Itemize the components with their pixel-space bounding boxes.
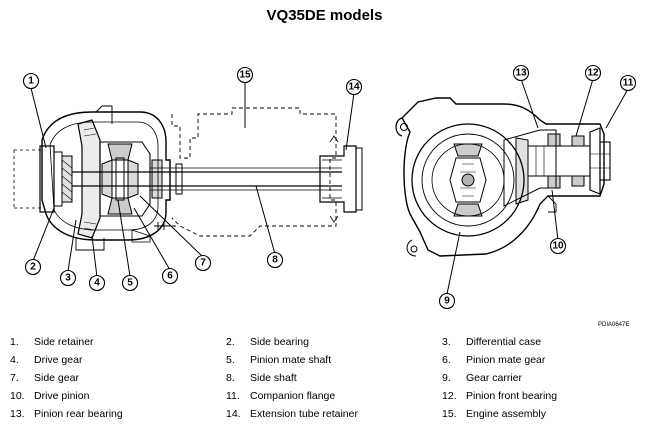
callout-4: 4 xyxy=(88,274,106,292)
gear-carrier xyxy=(401,97,605,257)
leader-11 xyxy=(605,88,629,129)
svg-text:4: 4 xyxy=(94,278,100,289)
engine-assembly-outline xyxy=(171,107,337,237)
callout-11: 11 xyxy=(619,74,637,92)
leader-12 xyxy=(575,78,594,137)
svg-text:15: 15 xyxy=(239,70,251,81)
callout-10: 10 xyxy=(549,237,567,255)
svg-text:2: 2 xyxy=(30,262,36,273)
svg-text:10: 10 xyxy=(552,241,564,252)
differential-cutaway-drawing: 1 2 3 4 5 6 7 8 9 10 11 12 13 14 15 xyxy=(13,64,637,310)
drive-gear xyxy=(77,119,101,239)
extension-tube-retainer xyxy=(319,145,357,213)
svg-text:6: 6 xyxy=(167,271,173,282)
figure-code: PDIA0647E xyxy=(598,322,630,328)
callout-7: 7 xyxy=(194,254,212,272)
companion-flange xyxy=(589,127,601,195)
svg-text:12: 12 xyxy=(587,68,599,79)
callout-15: 15 xyxy=(236,66,254,84)
leader-6 xyxy=(133,207,171,271)
leader-4 xyxy=(91,235,98,278)
callout-5: 5 xyxy=(121,274,139,292)
callout-6: 6 xyxy=(161,267,179,285)
svg-text:9: 9 xyxy=(444,296,450,307)
svg-text:8: 8 xyxy=(272,255,278,266)
callout-14: 14 xyxy=(345,78,363,96)
callout-13: 13 xyxy=(512,64,530,82)
callout-1: 1 xyxy=(22,72,40,90)
svg-text:13: 13 xyxy=(515,68,527,79)
leader-13 xyxy=(520,78,539,129)
callout-2: 2 xyxy=(24,258,42,276)
callout-9: 9 xyxy=(438,292,456,310)
svg-text:7: 7 xyxy=(200,258,206,269)
svg-text:3: 3 xyxy=(65,273,71,284)
leader-5 xyxy=(117,199,131,277)
diagram-title: VQ35DE models xyxy=(266,7,383,24)
differential-case xyxy=(99,141,151,217)
svg-text:11: 11 xyxy=(623,78,634,89)
leader-9 xyxy=(446,231,461,295)
svg-text:14: 14 xyxy=(348,82,360,93)
leader-1 xyxy=(30,87,47,149)
leader-7 xyxy=(139,195,204,258)
side-shaft xyxy=(72,171,342,187)
svg-text:5: 5 xyxy=(127,278,133,289)
callout-12: 12 xyxy=(584,64,602,82)
callout-8: 8 xyxy=(266,251,284,269)
leader-2 xyxy=(32,207,55,262)
leader-10 xyxy=(551,189,559,241)
leader-14 xyxy=(345,92,355,151)
callout-3: 3 xyxy=(59,269,77,287)
leader-3 xyxy=(67,219,77,272)
drive-pinion xyxy=(527,145,591,177)
leader-8 xyxy=(255,185,276,255)
svg-text:1: 1 xyxy=(28,76,34,87)
